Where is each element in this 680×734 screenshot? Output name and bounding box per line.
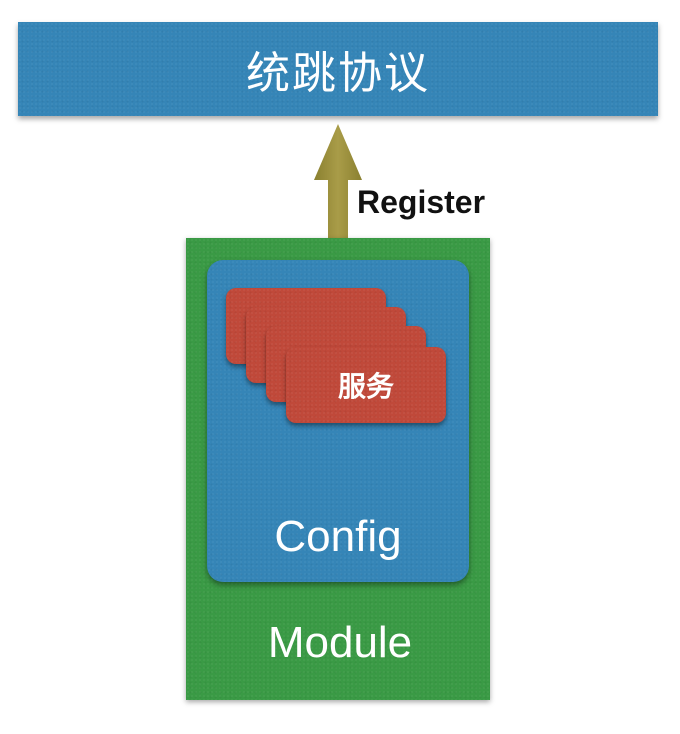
register-label: Register <box>357 184 486 220</box>
config-label: Config <box>274 512 402 561</box>
module-label: Module <box>267 618 413 667</box>
protocol-box: 统跳协议 <box>18 22 658 116</box>
service-label: 服务 <box>337 370 394 403</box>
service-card-front: 服务 <box>286 347 446 423</box>
register-arrow-shape <box>314 124 362 242</box>
protocol-label: 统跳协议 <box>246 48 430 99</box>
register-arrow <box>314 124 362 242</box>
